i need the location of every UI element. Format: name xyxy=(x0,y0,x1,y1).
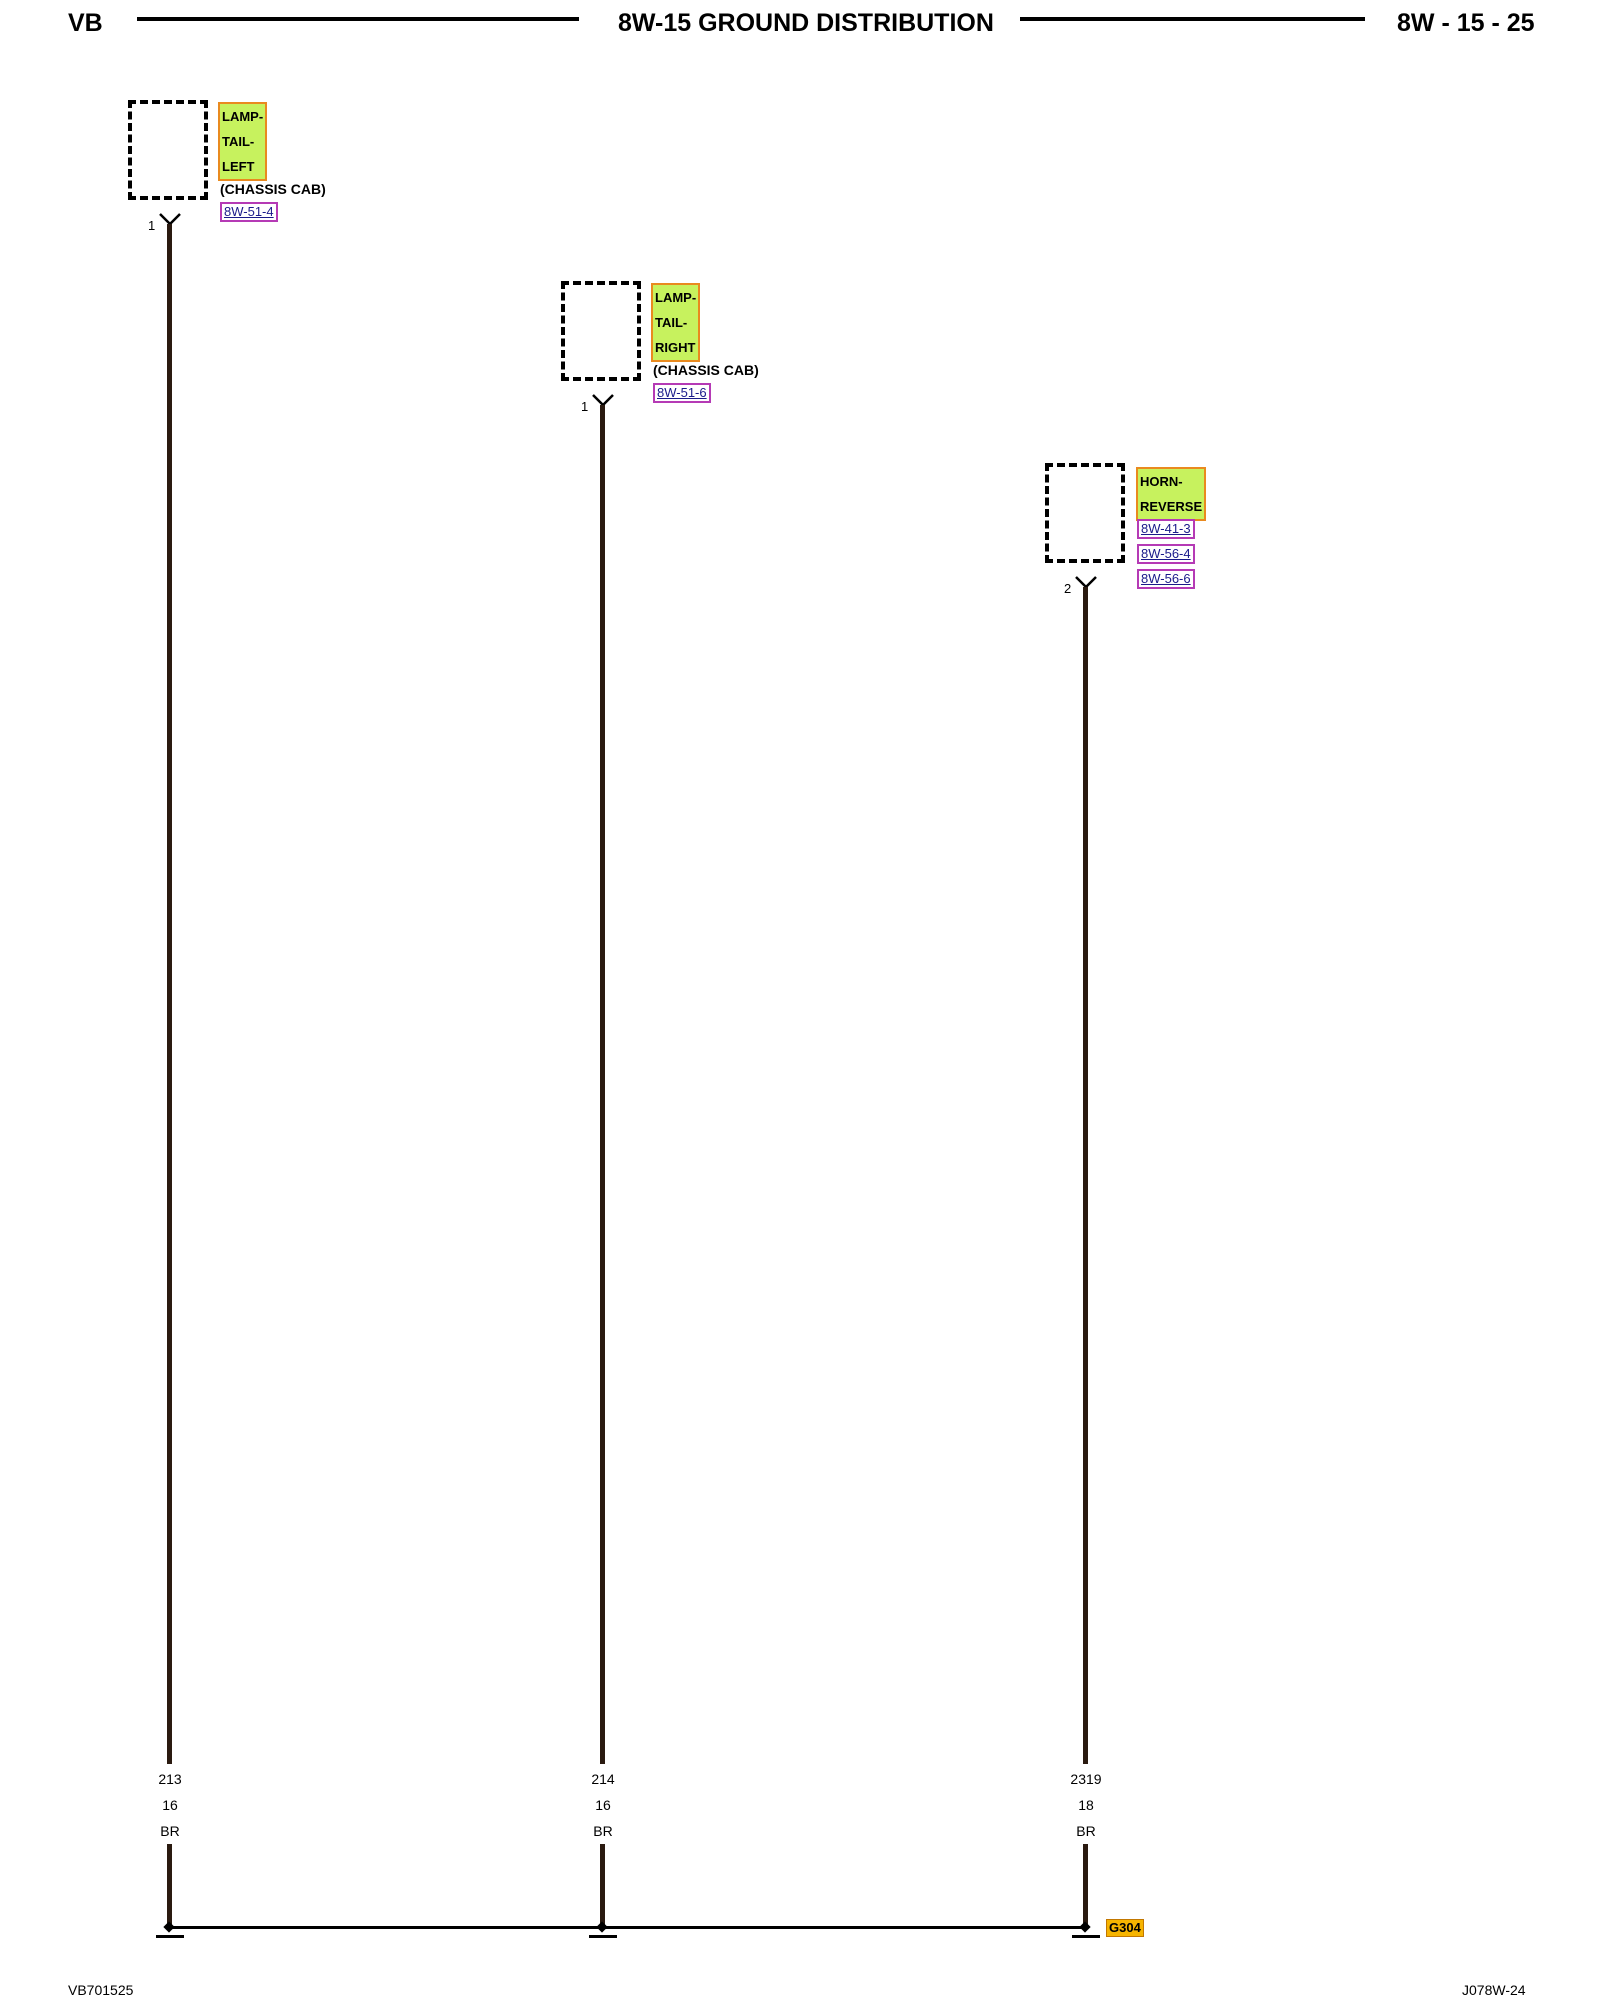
connector-box xyxy=(561,281,641,381)
wire xyxy=(1083,587,1088,1764)
page-ref-link[interactable]: 8W-56-6 xyxy=(1137,569,1195,589)
splice-dot-icon xyxy=(596,1921,608,1933)
header-rule-right xyxy=(1020,17,1365,21)
wire-tail xyxy=(167,1844,172,1926)
component-name-line: TAIL- xyxy=(655,315,688,330)
wire-color: BR xyxy=(160,1823,180,1839)
component-name-line: REVERSE xyxy=(1140,499,1203,514)
wire xyxy=(167,224,172,1764)
component-name-line: HORN- xyxy=(1140,474,1183,489)
wire-label: 2319 18 BR xyxy=(1056,1766,1116,1844)
wire-tail xyxy=(600,1844,605,1926)
ground-base-icon xyxy=(1072,1935,1100,1938)
header-left-code: VB xyxy=(68,9,103,37)
component-name-line: LAMP- xyxy=(655,290,697,305)
component-name-line: LAMP- xyxy=(222,109,264,124)
pin-number: 1 xyxy=(148,218,156,233)
ground-label[interactable]: G304 xyxy=(1106,1919,1144,1937)
wire-color: BR xyxy=(593,1823,613,1839)
component-note: (CHASSIS CAB) xyxy=(653,362,759,378)
wire-tail xyxy=(1083,1844,1088,1926)
component-name-line: LEFT xyxy=(222,159,255,174)
page-title: 8W-15 GROUND DISTRIBUTION xyxy=(618,9,994,37)
component-note: (CHASSIS CAB) xyxy=(220,181,326,197)
connector-box xyxy=(128,100,208,200)
header-rule-left xyxy=(137,17,579,21)
ground-bus-line xyxy=(170,1926,1086,1929)
splice-dot-icon xyxy=(1079,1921,1091,1933)
ground-base-icon xyxy=(156,1935,184,1938)
wire-color: BR xyxy=(1076,1823,1096,1839)
page-ref-link[interactable]: 8W-51-4 xyxy=(220,202,278,222)
wire-gauge: 16 xyxy=(162,1797,178,1813)
page-ref-link[interactable]: 8W-41-3 xyxy=(1137,519,1195,539)
component-name[interactable]: LAMP- TAIL- LEFT xyxy=(218,102,268,181)
wire-circuit: 214 xyxy=(591,1771,615,1787)
page-ref-link[interactable]: 8W-56-4 xyxy=(1137,544,1195,564)
splice-dot-icon xyxy=(163,1921,175,1933)
footer-code-left: VB701525 xyxy=(68,1982,134,1998)
wire-circuit: 213 xyxy=(158,1771,182,1787)
component-name-line: RIGHT xyxy=(655,340,696,355)
connector-box xyxy=(1045,463,1125,563)
wire-circuit: 2319 xyxy=(1070,1771,1102,1787)
ground-base-icon xyxy=(589,1935,617,1938)
component-name[interactable]: HORN- REVERSE xyxy=(1136,467,1207,521)
pin-number: 2 xyxy=(1064,581,1072,596)
wire xyxy=(600,405,605,1764)
component-name-line: TAIL- xyxy=(222,134,255,149)
wire-gauge: 18 xyxy=(1078,1797,1094,1813)
footer-code-right: J078W-24 xyxy=(1462,1982,1526,1998)
page-ref-link[interactable]: 8W-51-6 xyxy=(653,383,711,403)
page-number: 8W - 15 - 25 xyxy=(1397,9,1535,37)
wire-label: 213 16 BR xyxy=(140,1766,200,1844)
wire-label: 214 16 BR xyxy=(573,1766,633,1844)
wire-gauge: 16 xyxy=(595,1797,611,1813)
pin-number: 1 xyxy=(581,399,589,414)
component-name[interactable]: LAMP- TAIL- RIGHT xyxy=(651,283,701,362)
